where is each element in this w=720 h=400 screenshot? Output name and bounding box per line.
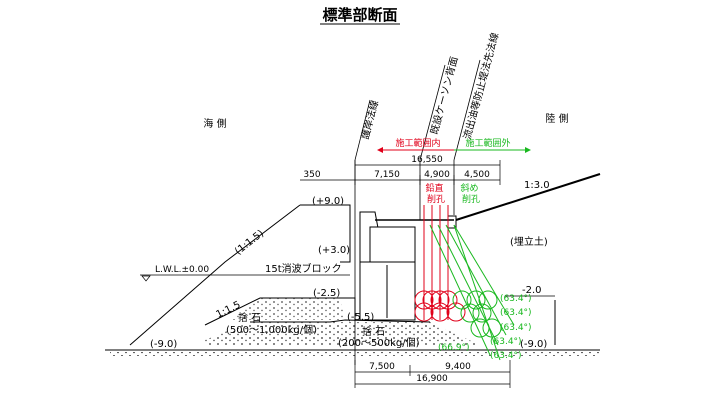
land-side-label: 陸 側: [545, 112, 568, 125]
dim-4900: 4,900: [424, 170, 450, 180]
rubble-fill-lower: [205, 322, 480, 345]
caisson: [359, 211, 457, 321]
elev-minus9-left: (-9.0): [150, 339, 177, 350]
dim-7150: 7,150: [374, 170, 400, 180]
vertical-holes-label-2: 削孔: [427, 193, 445, 205]
angle-label-1: (63.4°): [500, 294, 532, 304]
dim-16900: 16,900: [416, 374, 448, 384]
angle-label-5: (63.4°): [490, 351, 522, 361]
inclined-holes: [429, 224, 515, 361]
lwl-marker: [141, 275, 151, 282]
inclined-holes-label: 斜め 削孔: [461, 182, 482, 205]
elev-minus5-5: (-5.5): [347, 312, 374, 323]
sea-side-label: 海 側: [203, 117, 226, 130]
land-slope-line: [455, 173, 601, 221]
svg-text:流出油等防止堤法先法線: 流出油等防止堤法先法線: [460, 31, 501, 141]
dim-16550: 16,550: [411, 155, 443, 165]
rubble-1-spec: (500～1,000kg/個): [226, 323, 317, 336]
lwl-label: L.W.L.±0.00: [155, 265, 209, 275]
slope-upper-label: (1:1.5): [233, 228, 266, 257]
block-label: 15t消波ブロック: [265, 262, 342, 275]
elev-minus2-5: (-2.5): [313, 288, 340, 299]
dim-4500: 4,500: [464, 170, 490, 180]
inclined-holes-label-2: 削孔: [462, 193, 480, 205]
vertical-holes-label-1: 鉛直: [426, 182, 444, 194]
elev-minus2: -2.0: [522, 285, 542, 296]
elev-minus9-right: (-9.0): [520, 339, 547, 350]
elev-plus9: (+9.0): [312, 196, 344, 207]
bottom-dimensions: [354, 360, 511, 388]
elev-plus3: (+3.0): [318, 245, 350, 256]
svg-text:既設ケーソン背面: 既設ケーソン背面: [427, 55, 460, 136]
rubble-1-title: 捨 石: [238, 311, 261, 324]
angle-label-2: (63.4°): [500, 308, 532, 318]
reclaimed-label: (埋立土): [510, 235, 548, 248]
vertical-holes-label: 鉛直 削孔: [426, 182, 447, 205]
work-area-outside-label: 施工範囲外: [465, 137, 510, 149]
diagram-title: 標準部断面: [322, 6, 397, 24]
top-dimensions: [300, 160, 501, 185]
svg-text:護岸法線: 護岸法線: [358, 99, 381, 141]
rubble-fill-upper: [230, 298, 345, 320]
vertical-holes: [414, 205, 466, 322]
slope-1-3-label: 1:3.0: [524, 180, 550, 191]
dim-350: 350: [303, 170, 320, 180]
dim-7500: 7,500: [369, 362, 395, 372]
angle-label-4: (63.4°): [490, 337, 522, 347]
angle-label-3: (63.4°): [500, 323, 532, 333]
rubble-2-spec: (200～500kg/個): [338, 336, 420, 349]
rubble-2-title: 捨 石: [362, 325, 385, 338]
work-area-inside-label: 施工範囲内: [395, 137, 440, 149]
dim-9400: 9,400: [445, 362, 471, 372]
seabed-fill: [110, 352, 600, 356]
angle-label-6: (66.9°): [438, 343, 470, 353]
inclined-holes-label-1: 斜め: [461, 182, 479, 194]
